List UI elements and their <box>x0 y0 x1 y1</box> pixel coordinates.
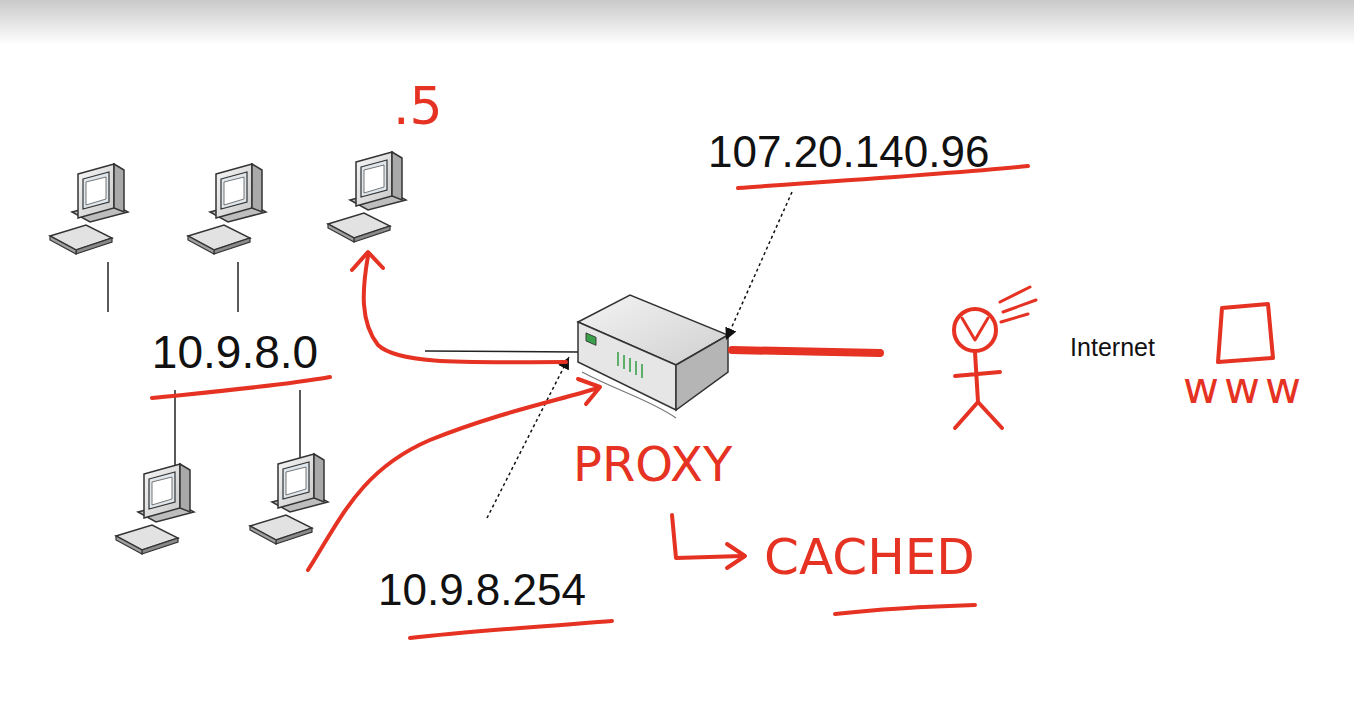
cached-note: CACHED <box>764 532 975 582</box>
router-light <box>635 361 637 375</box>
node-label: 10.9.8.0 <box>152 327 318 378</box>
router-light <box>623 355 625 369</box>
computer-icon <box>50 164 128 254</box>
computer-icon <box>328 152 406 242</box>
router-edge <box>582 372 676 418</box>
hacker-hair <box>1000 287 1036 322</box>
lan-wire <box>299 390 301 460</box>
cloud-outline <box>891 261 1341 445</box>
request-arrow <box>308 388 598 570</box>
bus-opening <box>399 316 423 389</box>
hacker-face <box>962 318 988 340</box>
computer-icon <box>116 464 194 554</box>
router-icon <box>578 295 728 418</box>
public-address: 107.20.140.96 <box>708 130 989 174</box>
hacker-head <box>954 309 996 351</box>
network-bus: 10.9.8.0 <box>45 312 425 393</box>
router-front <box>578 322 676 410</box>
top-shade <box>0 0 1354 45</box>
lan-wire <box>107 262 109 312</box>
www-note: www <box>1183 366 1306 410</box>
node-label: Internet <box>1070 334 1155 362</box>
underline <box>835 605 975 614</box>
lan-wire <box>425 351 578 352</box>
reply-arrow <box>364 256 566 362</box>
leader-line <box>726 192 792 340</box>
sub-arrow <box>672 515 742 558</box>
computer-icon <box>250 454 328 544</box>
router-light <box>617 352 619 366</box>
router-side <box>676 335 728 410</box>
internet-link <box>732 350 880 353</box>
lan-wire <box>174 390 176 470</box>
hacker-body <box>955 352 1002 428</box>
lan-wire <box>237 262 239 312</box>
router-light <box>641 364 643 378</box>
underline <box>410 621 612 638</box>
host-number: .5 <box>393 80 443 132</box>
leader-line <box>487 357 569 518</box>
computer-icon <box>188 164 266 254</box>
proxy-note: PROXY <box>573 440 732 488</box>
router-lights <box>618 352 642 378</box>
internet-cloud: Internet <box>875 250 1350 445</box>
gateway-address: 10.9.8.254 <box>378 568 586 612</box>
router-light <box>629 358 631 372</box>
router-led <box>586 333 596 345</box>
arrow-head <box>727 544 745 568</box>
arrow-head <box>352 252 383 270</box>
lan-wires <box>108 262 578 470</box>
web-server <box>1218 304 1273 362</box>
bus-body <box>45 313 425 392</box>
underline <box>152 377 330 398</box>
annotations <box>152 166 1273 638</box>
arrow-head <box>578 379 600 404</box>
